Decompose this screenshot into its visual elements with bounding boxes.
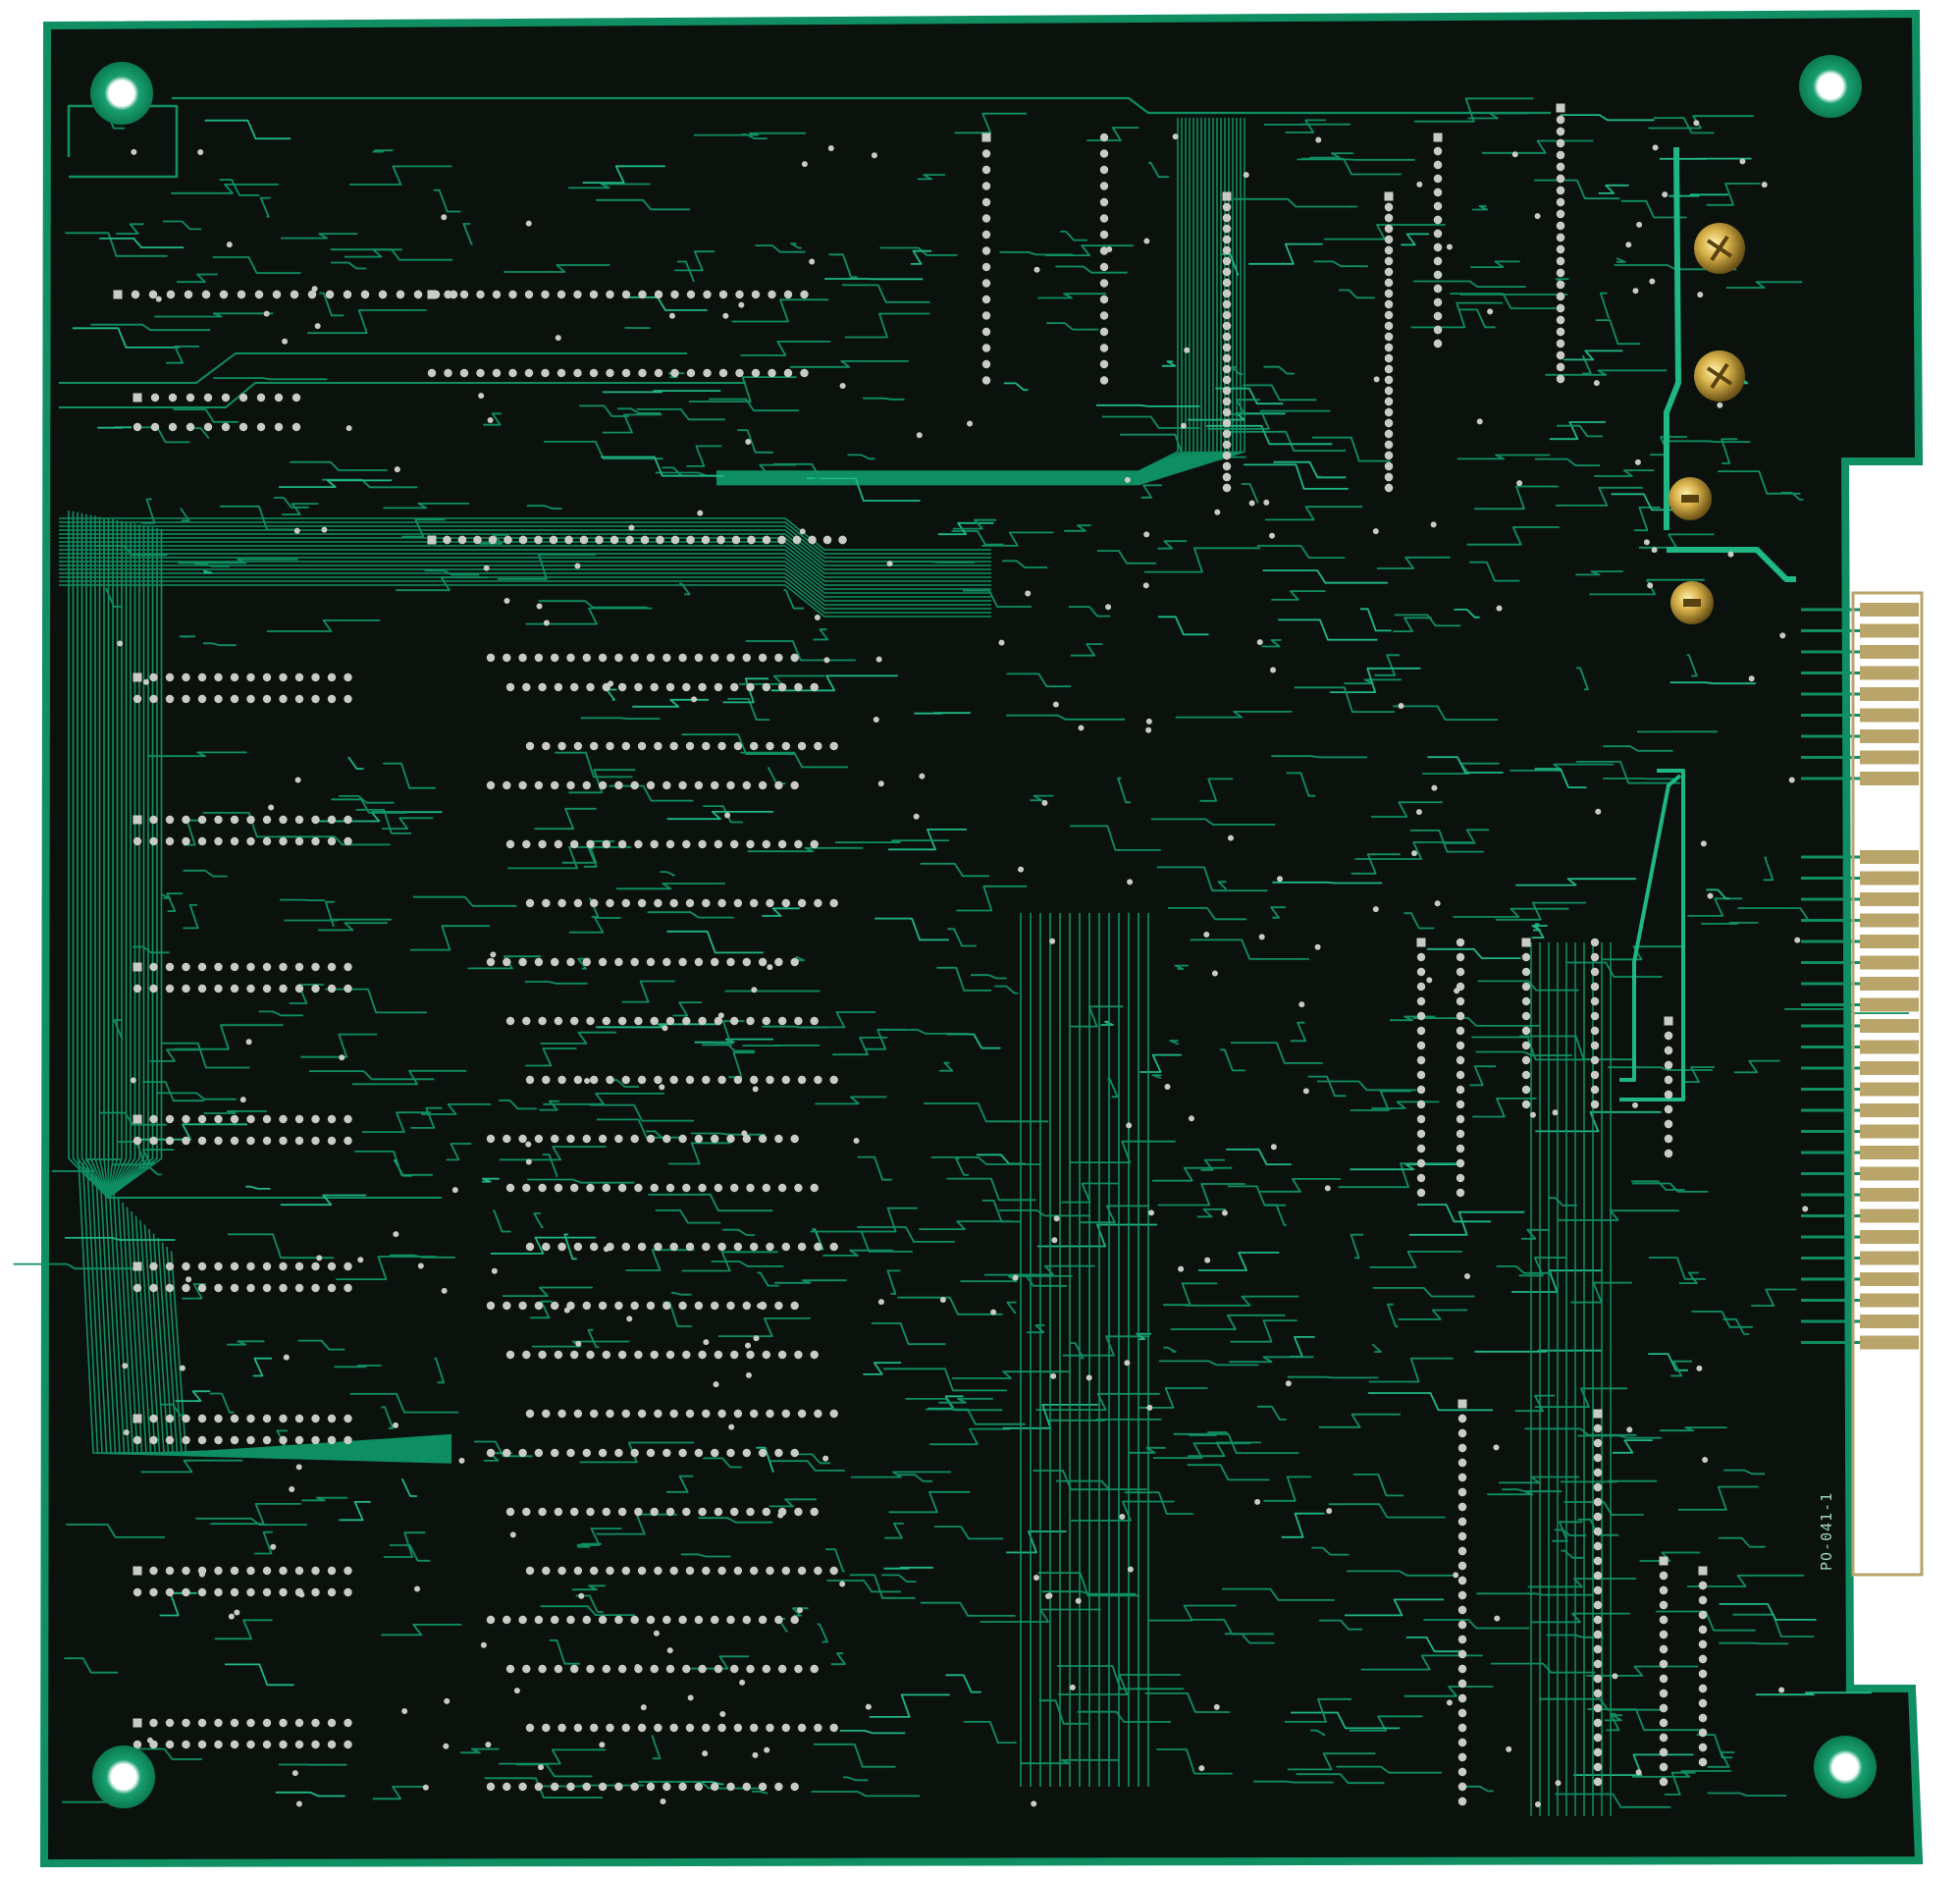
mounting-hole-bottom-right (1814, 1736, 1877, 1798)
trace-layer (13, 96, 1909, 1816)
mounting-hole-top-left (90, 62, 153, 125)
board-substrate (39, 9, 1924, 1868)
pad-layer (113, 103, 1809, 1807)
mounting-hole-top-right (1799, 55, 1862, 118)
edge-connector (1801, 591, 1924, 1577)
mounting-hole-bottom-left (92, 1745, 155, 1808)
board-label: PO-041-1 (1818, 1491, 1835, 1571)
screw-3 (1669, 477, 1712, 520)
screw-4 (1670, 581, 1714, 624)
screw-1 (1694, 223, 1745, 274)
screw-2 (1694, 350, 1745, 402)
